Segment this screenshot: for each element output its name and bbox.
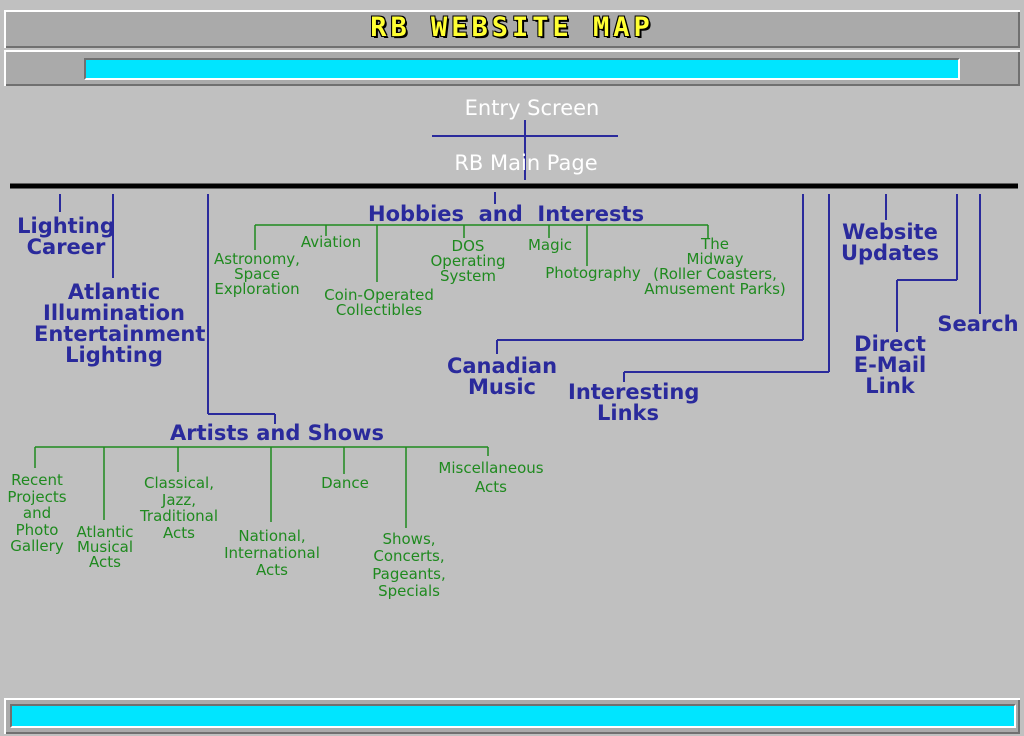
page-title: RB WEBSITE MAP xyxy=(370,12,654,43)
bottom-accent-bar xyxy=(10,704,1016,728)
hobby-aviation-link[interactable]: Aviation xyxy=(300,233,362,251)
main-page-link[interactable]: RB Main Page xyxy=(454,151,598,175)
hobby-coin-operated-link[interactable]: Coin-Operated Collectibles xyxy=(324,286,434,319)
title-bar xyxy=(4,10,1020,48)
lighting-career-link[interactable]: Lighting Career xyxy=(17,214,115,259)
atlantic-illumination-link[interactable]: Atlantic Illumination Entertainment Ligh… xyxy=(34,280,206,367)
artist-miscellaneous-link[interactable]: Miscellaneous Acts xyxy=(438,459,544,497)
artist-classical-link[interactable]: Classical, Jazz, Traditional Acts xyxy=(139,474,219,542)
website-updates-link[interactable]: Website Updates xyxy=(840,220,940,265)
interesting-links-link[interactable]: Interesting Links xyxy=(568,380,700,425)
entry-screen-link[interactable]: Entry Screen xyxy=(464,96,600,120)
hobby-magic-link[interactable]: Magic xyxy=(527,236,573,254)
top-accent-bar xyxy=(84,58,960,80)
hobby-photography-link[interactable]: Photography xyxy=(545,264,641,282)
canadian-music-link[interactable]: Canadian Music xyxy=(446,354,558,399)
hobbies-interests-link[interactable]: Hobbies and Interests xyxy=(368,202,645,226)
artist-atlantic-musical-link[interactable]: Atlantic Musical Acts xyxy=(76,523,134,571)
artist-national-link[interactable]: National, International Acts xyxy=(224,527,320,579)
artist-dance-link[interactable]: Dance xyxy=(321,474,369,492)
search-link[interactable]: Search xyxy=(937,312,1019,336)
artists-shows-link[interactable]: Artists and Shows xyxy=(170,421,385,445)
direct-email-link[interactable]: Direct E-Mail Link xyxy=(853,332,927,398)
hobby-astronomy-link[interactable]: Astronomy, Space Exploration xyxy=(214,250,300,298)
hobby-midway-link[interactable]: The Midway (Roller Coasters, Amusement P… xyxy=(644,235,786,298)
hobby-dos-link[interactable]: DOS Operating System xyxy=(430,237,506,285)
artist-recent-projects-link[interactable]: Recent Projects and Photo Gallery xyxy=(7,471,67,555)
artist-shows-concerts-link[interactable]: Shows, Concerts, Pageants, Specials xyxy=(372,530,446,600)
